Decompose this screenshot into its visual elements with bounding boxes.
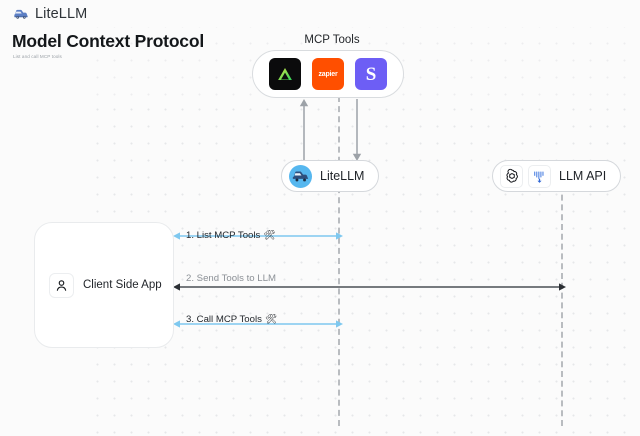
arrow-mcp-tools-to-litellm-down	[352, 99, 362, 161]
client-side-app-label: Client Side App	[83, 279, 162, 291]
zapier-wordmark: zapier	[318, 70, 338, 78]
openai-logo-icon	[500, 164, 523, 188]
message-label-2: 2. Send Tools to LLM	[186, 273, 276, 284]
tool-icon-zapier[interactable]: zapier	[312, 58, 344, 90]
wrench-icon: 🛠	[264, 314, 277, 325]
user-icon	[49, 272, 74, 298]
node-llm-api-label: LLM API	[559, 169, 607, 183]
letter-s-icon: S	[365, 63, 377, 85]
anthropic-logo-icon	[528, 164, 551, 188]
mcp-tools-label: MCP Tools	[304, 34, 360, 46]
litellm-logo-icon	[14, 9, 28, 19]
litellm-avatar-icon	[289, 164, 312, 188]
message-label-1: 1. List MCP Tools🛠	[186, 230, 276, 241]
message-arrow-3	[173, 320, 343, 328]
wrench-icon: 🛠	[263, 230, 276, 241]
node-llm-api[interactable]: LLM API	[492, 160, 622, 192]
message-arrow-2	[173, 283, 566, 291]
tool-icon-slack[interactable]: S	[355, 58, 387, 90]
mcp-tools-group: zapier S	[252, 50, 404, 98]
dot-grid-background	[88, 100, 640, 436]
node-litellm[interactable]: LiteLLM	[281, 160, 380, 192]
message-label-3: 3. Call MCP Tools🛠	[186, 314, 277, 325]
arrow-litellm-to-mcp-tools-up	[299, 99, 309, 161]
page-subtitle: List and call MCP tools	[13, 54, 62, 59]
page-title: Model Context Protocol	[12, 31, 204, 51]
message-arrow-1	[173, 232, 343, 240]
node-litellm-label: LiteLLM	[320, 169, 365, 183]
triangle-icon	[278, 68, 292, 80]
node-client-side-app[interactable]: Client Side App	[34, 222, 174, 348]
lifeline-llm-api	[561, 175, 563, 426]
brand-bar: LiteLLM	[0, 0, 640, 27]
brand-name: LiteLLM	[35, 5, 88, 22]
lifeline-litellm	[338, 96, 340, 426]
tool-icon-linear[interactable]	[269, 58, 301, 90]
